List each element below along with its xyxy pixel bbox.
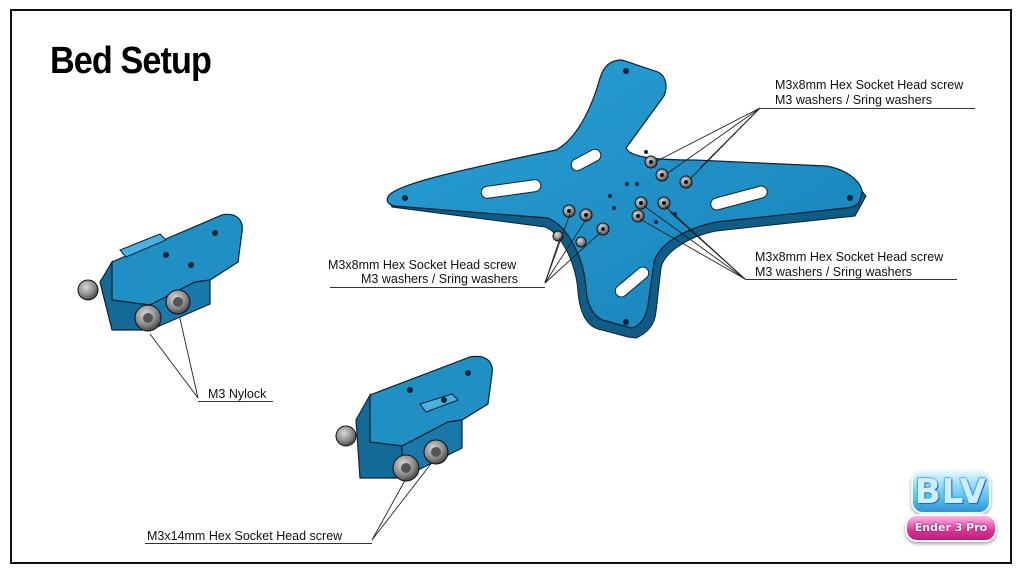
label-mid-left-screw: M3x8mm Hex Socket Head screw (328, 258, 517, 272)
label-bottom-screw-underline (145, 543, 372, 544)
label-mid-right-underline (745, 279, 957, 280)
wheel-bracket-diagram-2 (335, 355, 493, 482)
page-title: Bed Setup (50, 40, 212, 82)
wheel-bracket-diagram (77, 213, 243, 332)
label-bottom-screw: M3x14mm Hex Socket Head screw (147, 529, 343, 543)
label-mid-right-washers: M3 washers / Sring washers (755, 265, 913, 279)
blv-ender3pro-logo: BLV Ender 3 Pro (905, 470, 997, 546)
logo-bottom-text: Ender 3 Pro (914, 521, 988, 534)
label-mid-left-underline (330, 287, 545, 288)
label-mid-right-screw: M3x8mm Hex Socket Head screw (755, 250, 944, 264)
label-nylock: M3 Nylock (208, 387, 267, 401)
label-top-right-screw: M3x8mm Hex Socket Head screw (775, 78, 964, 92)
label-top-right-underline (760, 108, 975, 109)
logo-top-text: BLV (914, 472, 988, 512)
label-top-right-washers: M3 washers / Sring washers (775, 93, 933, 107)
bed-plate-diagram (386, 59, 867, 339)
label-mid-left-washers: M3 washers / Sring washers (361, 272, 519, 286)
leader-lines (149, 107, 761, 541)
label-nylock-underline (198, 401, 273, 402)
